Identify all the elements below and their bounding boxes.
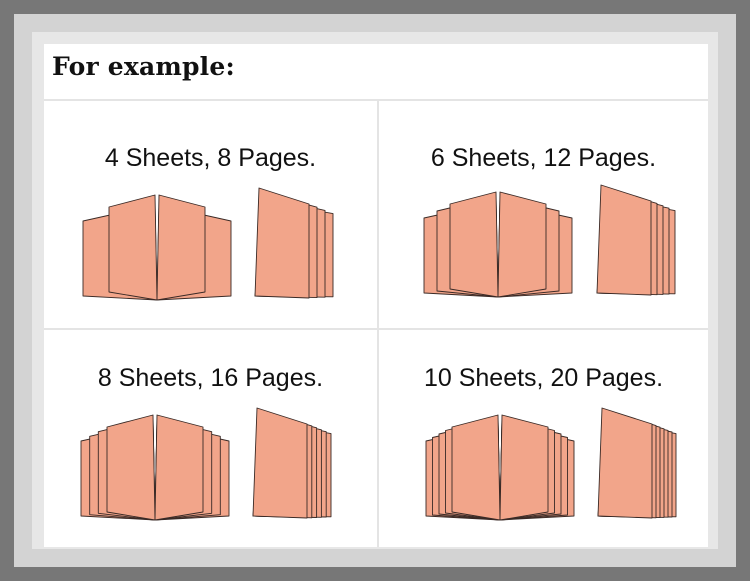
example-label-10-sheets: 10 Sheets, 20 Pages. (423, 364, 664, 392)
open-page-2-right-1 (154, 414, 204, 521)
open-page-3-left-1 (451, 414, 501, 521)
open-page-3-right-1 (499, 414, 549, 521)
side-page-1-1 (596, 184, 652, 296)
open-page-2-left-1 (106, 414, 156, 521)
heading: For example: (52, 52, 235, 81)
open-page-1-left-1 (449, 191, 499, 298)
example-label-6-sheets: 6 Sheets, 12 Pages. (430, 144, 657, 172)
side-page-0-1 (254, 187, 310, 299)
side-page-3-1 (597, 407, 653, 519)
example-label-8-sheets: 8 Sheets, 16 Pages. (97, 364, 324, 392)
row-divider (44, 328, 708, 330)
column-divider (377, 101, 379, 547)
open-page-1-right-1 (497, 191, 547, 298)
header-divider (44, 99, 708, 101)
side-page-2-1 (252, 407, 308, 519)
open-page-0-left-1 (108, 194, 158, 301)
example-label-4-sheets: 4 Sheets, 8 Pages. (104, 144, 317, 172)
open-page-0-right-1 (156, 194, 206, 301)
